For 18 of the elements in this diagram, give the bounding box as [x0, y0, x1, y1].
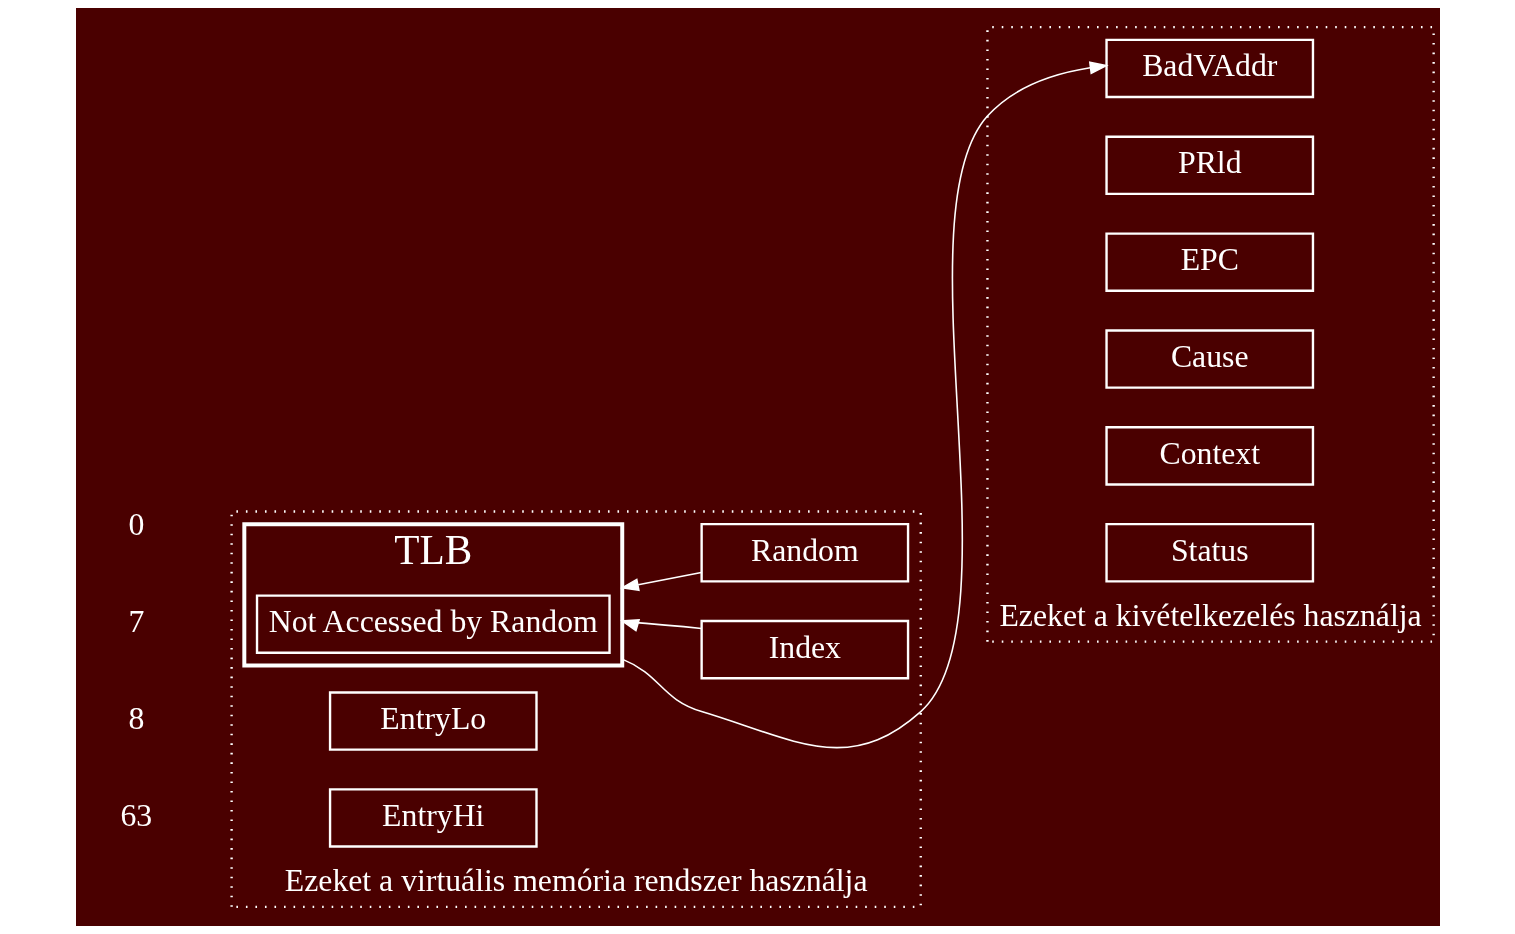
node-box: EntryHi: [328, 788, 538, 848]
node-box: Context: [1104, 426, 1314, 486]
arrow: [620, 61, 1109, 749]
node-box: EntryLo: [328, 691, 538, 751]
node-box: Index: [699, 619, 909, 680]
node-box: BadVAddr: [1104, 38, 1314, 99]
node-box: Not Accessed by Random: [255, 594, 611, 654]
node-box: Status: [1104, 522, 1314, 583]
node-box: PRld: [1104, 135, 1314, 196]
label: 0: [127, 507, 144, 543]
label: 8: [127, 701, 144, 736]
node-box: Cause: [1104, 329, 1314, 389]
node-box: Random: [699, 522, 909, 583]
label: 63: [119, 797, 152, 833]
label: 7: [127, 604, 144, 640]
node-box: EPC: [1104, 232, 1314, 292]
arrow: [619, 619, 702, 632]
arrow: [619, 571, 702, 592]
